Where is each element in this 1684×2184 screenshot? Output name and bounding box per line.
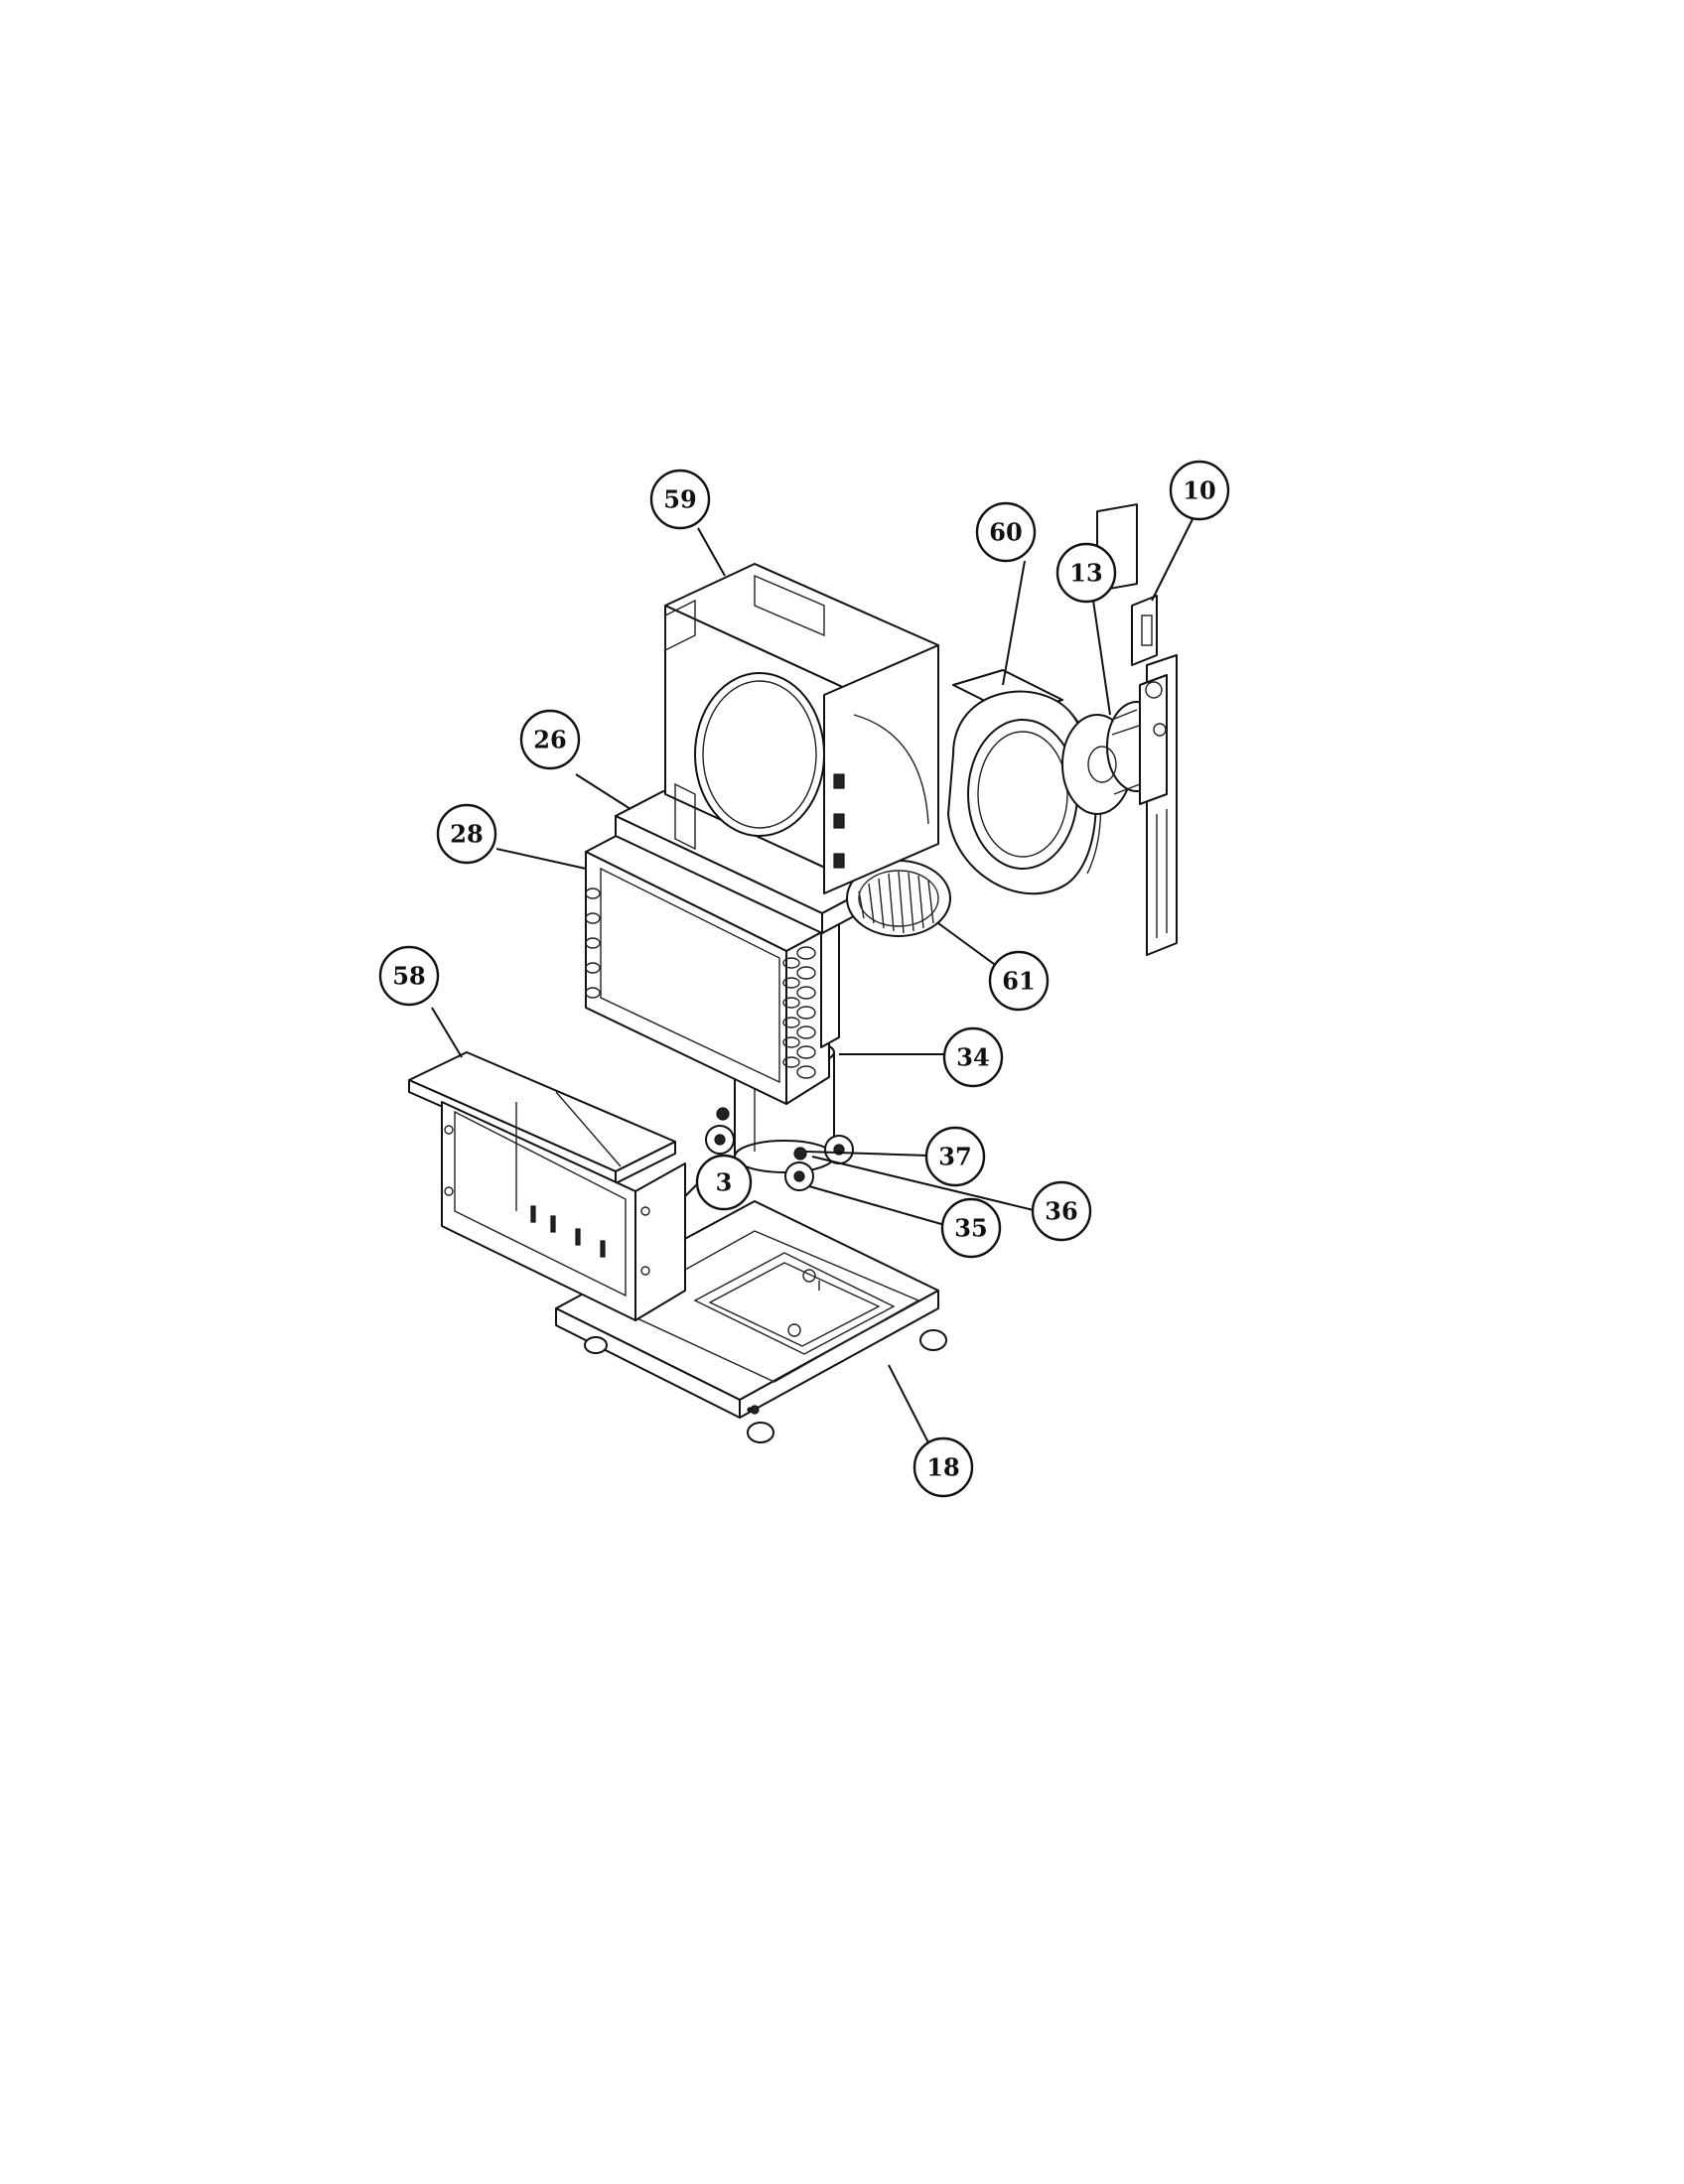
callout-37: 37 <box>924 1126 986 1187</box>
leader-59 <box>697 527 726 577</box>
callout-60-label: 60 <box>989 518 1022 547</box>
callout-36-label: 36 <box>1045 1197 1077 1226</box>
leader-26 <box>575 773 632 810</box>
base-pan <box>555 1200 947 1443</box>
callout-35-label: 35 <box>954 1214 987 1243</box>
leader-58 <box>431 1007 463 1058</box>
callout-37-label: 37 <box>938 1143 971 1171</box>
callout-3: 3 <box>695 1154 753 1211</box>
coil-top-cover <box>615 790 870 934</box>
callout-35: 35 <box>940 1197 1002 1259</box>
blower-scroll <box>947 669 1102 895</box>
callout-10-label: 10 <box>1183 477 1215 505</box>
leader-10 <box>1151 510 1197 602</box>
callout-34: 34 <box>942 1026 1004 1088</box>
leader-13 <box>1091 593 1111 716</box>
callout-13-label: 13 <box>1069 559 1102 588</box>
callout-3-label: 3 <box>716 1168 733 1197</box>
callout-28: 28 <box>436 803 497 865</box>
leader-35 <box>808 1185 949 1227</box>
blower-wheel <box>846 860 951 937</box>
callout-18: 18 <box>912 1436 974 1498</box>
callout-26: 26 <box>519 709 581 770</box>
callout-61-label: 61 <box>1002 967 1035 996</box>
callout-59: 59 <box>649 469 711 530</box>
leader-37 <box>805 1151 929 1157</box>
leader-18 <box>888 1364 934 1453</box>
callout-58-label: 58 <box>392 962 425 991</box>
callout-13: 13 <box>1055 542 1117 604</box>
blower-housing-front <box>664 563 939 894</box>
callout-26-label: 26 <box>533 726 566 754</box>
callout-60: 60 <box>975 501 1037 563</box>
motor-bracket <box>1131 595 1178 956</box>
callout-59-label: 59 <box>663 485 696 514</box>
callout-18-label: 18 <box>926 1453 959 1482</box>
drain-pan-frame <box>408 1051 686 1321</box>
callout-28-label: 28 <box>450 820 483 849</box>
leader-36 <box>811 1156 1039 1212</box>
callout-58: 58 <box>378 945 440 1007</box>
leader-28 <box>495 848 587 870</box>
callout-34-label: 34 <box>956 1043 989 1072</box>
callout-36: 36 <box>1031 1180 1092 1242</box>
callout-61: 61 <box>988 950 1050 1012</box>
leader-60 <box>1002 560 1026 686</box>
callout-10: 10 <box>1169 460 1230 521</box>
